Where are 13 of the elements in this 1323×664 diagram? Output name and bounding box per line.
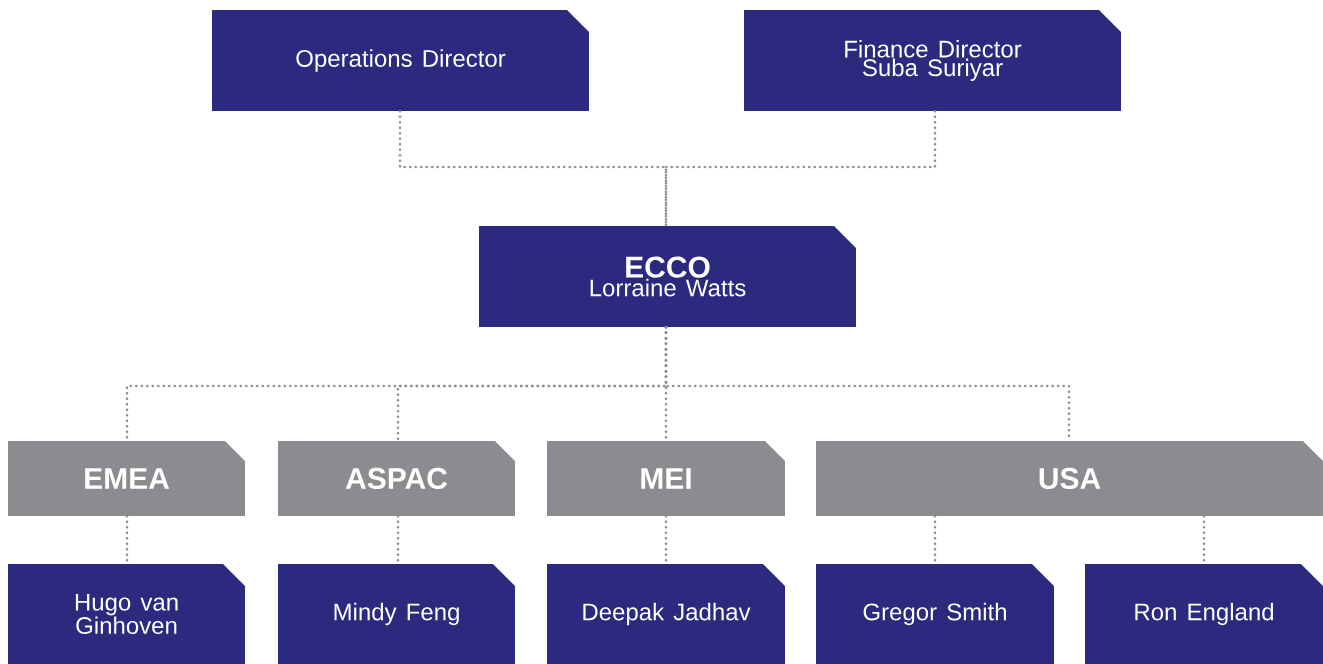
role-box: Operations Director	[212, 10, 589, 111]
person-box: Ron England	[1085, 564, 1323, 664]
region-box: MEI	[547, 441, 785, 516]
person-box: Hugo van Ginhoven	[8, 564, 245, 664]
person-box: Deepak Jadhav	[547, 564, 785, 664]
role-box: Finance Director Suba Suriyar	[744, 10, 1121, 111]
connector-line	[398, 109, 668, 228]
region-box: USA	[816, 441, 1323, 516]
region-box: ASPAC	[278, 441, 515, 516]
region-box: EMEA	[8, 441, 245, 516]
role-box: ECCO Lorraine Watts	[479, 226, 856, 327]
person-box: Gregor Smith	[816, 564, 1054, 664]
person-box: Mindy Feng	[278, 564, 515, 664]
